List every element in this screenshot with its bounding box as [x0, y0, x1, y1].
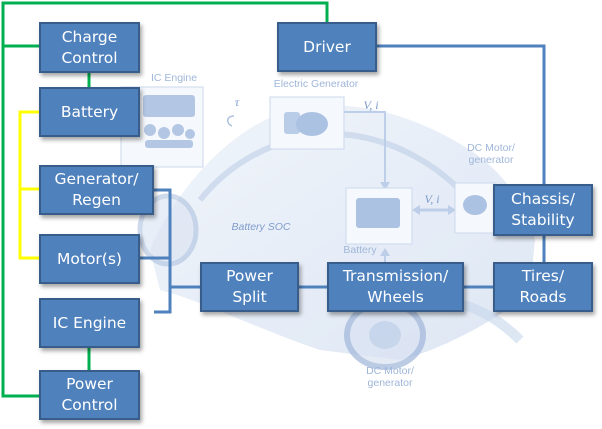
- node-label-line: Roads: [519, 288, 567, 306]
- bg-label-tau: τ: [234, 95, 240, 109]
- node-chassis-stability[interactable]: Chassis/ Stability: [493, 184, 593, 236]
- bg-label-battery: Battery: [343, 244, 377, 256]
- bg-label-dc-motor-bottom-line2: generator: [367, 377, 413, 389]
- rotation-arrow-icon: [227, 115, 235, 127]
- node-generator-regen[interactable]: Generator/ Regen: [39, 165, 154, 215]
- link-battery-generator-motors-rail: [18, 110, 39, 260]
- bg-label-vi-mid: V, i: [424, 192, 440, 206]
- car-illustration: [120, 86, 535, 370]
- mechanical-links: [139, 44, 546, 314]
- node-label-line: Wheels: [367, 288, 424, 306]
- wheel-front-icon: [137, 193, 199, 267]
- bg-label-battery-soc: Battery SOC: [231, 221, 291, 233]
- node-label-line: Power: [66, 375, 113, 393]
- node-tires-roads[interactable]: Tires/ Roads: [493, 262, 593, 312]
- link-generator-rail: [154, 188, 172, 314]
- node-label-line: Transmission/: [342, 267, 449, 285]
- node-driver[interactable]: Driver: [277, 22, 377, 72]
- link-driver-chassis: [376, 44, 546, 184]
- node-label-line: Regen: [72, 191, 121, 209]
- link-power-control-left-rail: [1, 46, 39, 398]
- control-links: [1, 1, 329, 398]
- node-motors[interactable]: Motor(s): [39, 234, 140, 284]
- bg-label-dc-motor-top: DC Motor/ generator: [456, 142, 526, 166]
- node-charge-control[interactable]: Charge Control: [39, 22, 140, 73]
- node-label-line: Generator/: [54, 170, 139, 188]
- node-transmission-wheels[interactable]: Transmission/ Wheels: [327, 262, 464, 312]
- node-label-line: Control: [61, 396, 118, 414]
- node-label-line: Tires/: [521, 267, 565, 285]
- bg-label-dc-motor-bottom-line1: DC Motor/: [366, 365, 414, 377]
- bg-label-dc-motor-bottom: DC Motor/ generator: [355, 365, 425, 389]
- bg-label-ic-engine: IC Engine: [150, 72, 198, 84]
- node-label-line: Charge: [61, 27, 118, 46]
- bg-label-vi-top: V, i: [363, 98, 379, 112]
- node-power-split[interactable]: Power Split: [200, 262, 299, 312]
- node-label-line: Split: [232, 288, 267, 306]
- node-label-line: Control: [61, 48, 118, 67]
- electric-links: [18, 110, 39, 260]
- node-label-line: IC Engine: [52, 313, 127, 332]
- node-battery[interactable]: Battery: [39, 87, 140, 137]
- bg-label-dc-motor-top-line2: generator: [468, 154, 514, 166]
- node-label-line: Motor(s): [57, 249, 122, 268]
- dc-motor-icon: [463, 195, 487, 215]
- car-roof: [197, 131, 463, 202]
- battery-pack-icon: [356, 198, 400, 228]
- node-ic-engine[interactable]: IC Engine: [39, 298, 140, 348]
- node-label-line: Battery: [60, 102, 119, 121]
- link-charge-control-driver: [1, 1, 329, 48]
- node-label-line: Driver: [303, 37, 351, 56]
- engine-icon: [143, 95, 195, 148]
- bg-label-electric-generator: Electric Generator: [273, 78, 359, 90]
- bg-label-dc-motor-top-line1: DC Motor/: [467, 142, 515, 154]
- node-power-control[interactable]: Power Control: [39, 370, 140, 420]
- node-label-line: Chassis/: [511, 190, 575, 208]
- node-label-line: Stability: [511, 211, 575, 229]
- node-label-line: Power: [226, 267, 273, 285]
- generator-icon: [284, 112, 328, 136]
